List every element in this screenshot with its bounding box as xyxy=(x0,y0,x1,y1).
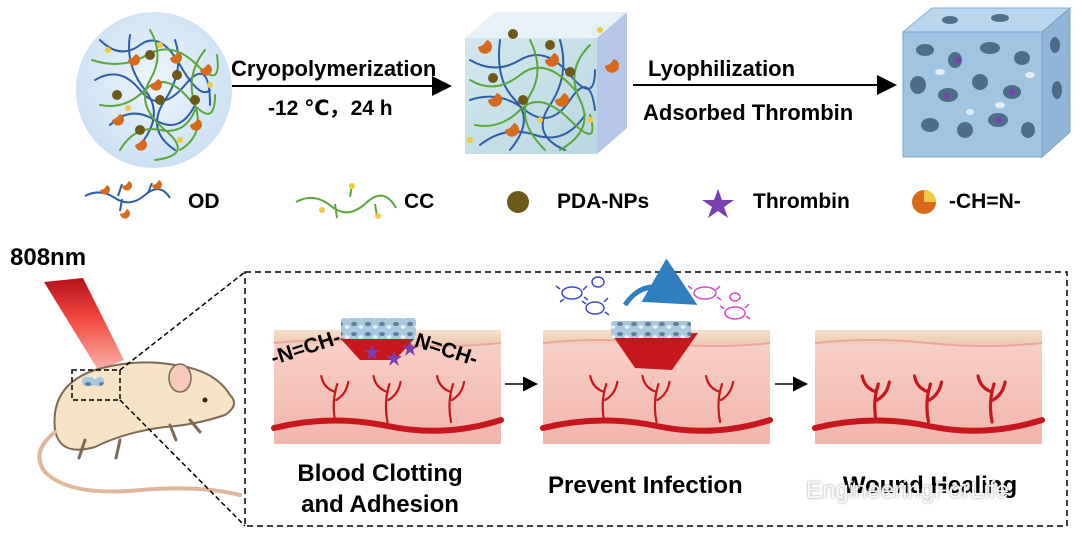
mouse-illustration xyxy=(37,361,242,497)
capillary-3-2 xyxy=(912,374,944,424)
capillary-2-3 xyxy=(704,374,735,424)
thrombin-star-icon xyxy=(702,189,734,218)
bacteria-pink xyxy=(687,285,751,320)
adsorbed-thrombin-label: Adsorbed Thrombin xyxy=(643,100,854,125)
stage-label-prevent-infection: Prevent Infection xyxy=(548,472,743,499)
bacteria-blue xyxy=(555,276,610,316)
cc-chain-icon xyxy=(295,183,397,219)
cryopolymerization-condition: -12 ℃，24 h xyxy=(268,97,393,120)
capillary-2-2 xyxy=(641,374,671,424)
porous-scaffold-cube xyxy=(901,6,1072,159)
inset-connector-lines xyxy=(119,271,246,527)
laser-wavelength-label: 808nm xyxy=(10,244,87,271)
stage-label-wound-healing: Wound Healing xyxy=(842,472,1018,499)
capillary-1-1 xyxy=(320,374,350,424)
legend-od-label: OD xyxy=(188,190,220,213)
cryopolymerization-label: Cryopolymerization xyxy=(231,56,437,81)
epidermis-line-3 xyxy=(814,339,1043,347)
legend-pda-label: PDA-NPs xyxy=(557,190,650,213)
capillary-2-1 xyxy=(589,374,619,424)
antibacterial-curved-arrow xyxy=(622,258,698,307)
main-vessel-1 xyxy=(271,417,504,434)
schiff-base-icon xyxy=(912,190,936,214)
laser-beam xyxy=(44,278,124,370)
adhered-sponge-stage1 xyxy=(340,318,418,366)
legend-cc-label: CC xyxy=(404,190,435,213)
od-chain-icon xyxy=(84,180,171,219)
stage-label-blood-clotting: Blood Clotting and Adhesion xyxy=(297,460,463,518)
main-vessel-3 xyxy=(812,417,1045,434)
pda-np-icon xyxy=(507,191,529,213)
watermark-text: EngineeringForLife xyxy=(806,477,1009,504)
wound-site-inset-box xyxy=(71,369,121,401)
tissue-panels xyxy=(271,330,1045,444)
adhered-sponge-stage2 xyxy=(611,321,698,370)
precursor-solution-circle xyxy=(76,12,232,168)
main-vessel-2 xyxy=(540,417,773,434)
capillary-1-3 xyxy=(435,374,466,424)
capillary-3-3 xyxy=(976,374,1007,424)
capillary-1-2 xyxy=(372,374,402,424)
capillary-3-1 xyxy=(860,374,891,424)
cryogel-cube xyxy=(465,12,627,154)
legend-schiff-label: -CH=N- xyxy=(949,190,1021,213)
lyophilization-label: Lyophilization xyxy=(648,56,796,81)
wechat-logo-icon xyxy=(763,478,799,504)
legend-thrombin-label: Thrombin xyxy=(753,190,850,213)
skin-layer-3 xyxy=(815,330,1042,344)
